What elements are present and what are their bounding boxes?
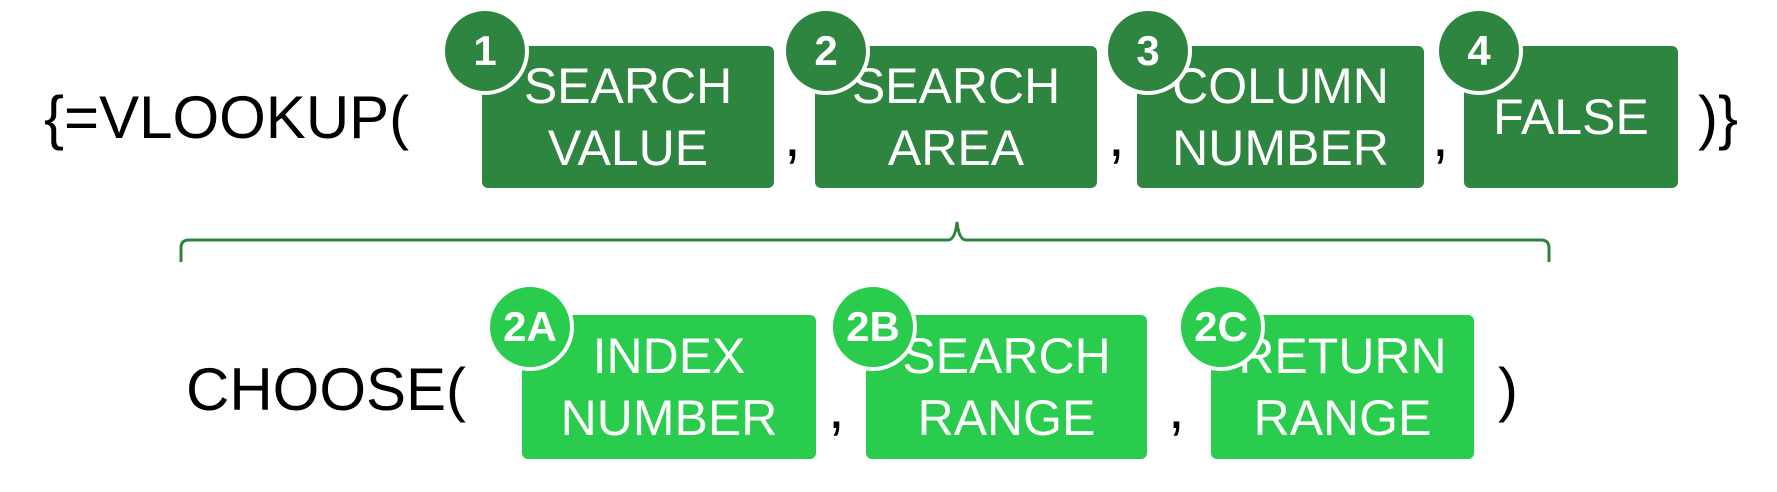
- arg-column-number-line-1: COLUMN: [1172, 58, 1389, 114]
- choose-suffix: ): [1498, 356, 1518, 423]
- badge-2: 2: [782, 7, 870, 95]
- vlookup-prefix: {=VLOOKUP(: [44, 84, 410, 151]
- separator-1: ,: [784, 102, 801, 169]
- badge-4: 4: [1435, 7, 1523, 95]
- separator-5: ,: [1168, 374, 1185, 441]
- badge-3: 3: [1104, 7, 1192, 95]
- arg-index-number-box: INDEX NUMBER: [522, 315, 816, 459]
- arg-column-number-box: COLUMN NUMBER: [1137, 46, 1424, 188]
- vlookup-suffix: )}: [1698, 84, 1739, 151]
- separator-2: ,: [1108, 102, 1125, 169]
- arg-return-range-line-2: RANGE: [1253, 390, 1432, 446]
- arg-column-number-line-2: NUMBER: [1172, 120, 1389, 176]
- arg-false-line-1: FALSE: [1493, 89, 1649, 145]
- arg-return-range-line-1: RETURN: [1238, 328, 1447, 384]
- arg-search-value-line-1: SEARCH: [523, 58, 733, 114]
- arg-search-area-line-2: AREA: [887, 120, 1025, 176]
- badge-2b: 2B: [829, 283, 917, 371]
- arg-search-range-line-2: RANGE: [917, 390, 1096, 446]
- separator-3: ,: [1432, 102, 1449, 169]
- arg-search-range-line-1: SEARCH: [902, 328, 1111, 384]
- badge-1: 1: [441, 7, 529, 95]
- choose-prefix: CHOOSE(: [186, 356, 467, 423]
- arg-search-area-line-1: SEARCH: [851, 58, 1061, 114]
- arg-index-number-line-2: NUMBER: [560, 390, 778, 446]
- arg-search-value-box: SEARCH VALUE: [482, 46, 774, 188]
- badge-2c: 2C: [1177, 283, 1265, 371]
- separator-4: ,: [828, 374, 845, 441]
- arg-index-number-line-1: INDEX: [592, 328, 746, 384]
- arg-search-value-line-2: VALUE: [547, 120, 709, 176]
- badge-2a: 2A: [486, 283, 574, 371]
